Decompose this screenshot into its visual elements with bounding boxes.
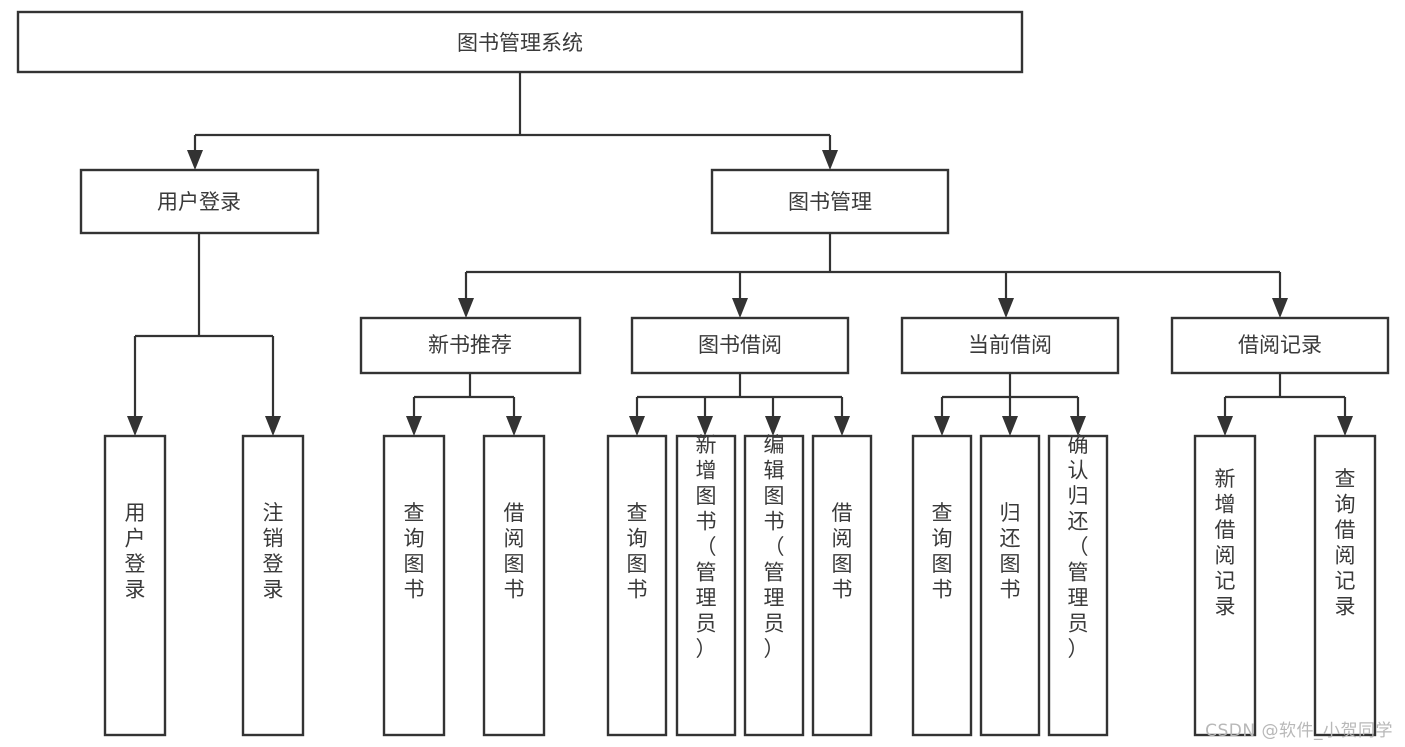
- node-leaf-query-book-2-label: 查询图书: [627, 501, 648, 602]
- node-leaf-query-book-1[interactable]: 查询图书: [382, 434, 446, 737]
- node-leaf-query-record[interactable]: 查询借阅记录: [1313, 434, 1377, 737]
- node-leaf-return-book-box[interactable]: [979, 434, 1041, 737]
- node-leaf-add-record-box[interactable]: [1193, 434, 1257, 737]
- node-leaf-query-book-1-label: 查询图书: [404, 501, 425, 602]
- node-leaf-query-book-3[interactable]: 查询图书: [911, 434, 973, 737]
- node-leaf-borrow-book-1-label: 借阅图书: [504, 501, 525, 602]
- arrowhead-leaf-edit-book: [765, 416, 781, 436]
- node-user-login[interactable]: 用户登录: [79, 168, 320, 235]
- node-borrow-record-label: 借阅记录: [1238, 333, 1322, 357]
- node-leaf-logout-label: 注销登录: [263, 501, 284, 602]
- node-leaf-query-book-2[interactable]: 查询图书: [606, 434, 668, 737]
- arrowhead-borrow-record: [1272, 298, 1288, 318]
- arrowhead-user-login: [187, 150, 203, 170]
- node-leaf-return-book[interactable]: 归还图书: [979, 434, 1041, 737]
- node-user-login-box[interactable]: [79, 168, 320, 235]
- node-current-borrow-box[interactable]: [900, 316, 1120, 375]
- node-leaf-query-book-2-box[interactable]: [606, 434, 668, 737]
- node-leaf-logout-box[interactable]: [241, 434, 305, 737]
- node-leaf-query-book-1-box[interactable]: [382, 434, 446, 737]
- arrowhead-leaf-borrow-book-2: [834, 416, 850, 436]
- arrowhead-leaf-query-record: [1337, 416, 1353, 436]
- node-user-login-label: 用户登录: [157, 190, 241, 214]
- node-current-borrow-label: 当前借阅: [968, 333, 1052, 357]
- node-leaf-edit-book-label: 编辑图书（管理员）: [764, 433, 785, 661]
- node-book-manage-label: 图书管理: [788, 190, 872, 214]
- node-new-book-rec-label: 新书推荐: [428, 333, 512, 357]
- arrowhead-leaf-query-book-3: [934, 416, 950, 436]
- node-leaf-confirm-return[interactable]: 确认归还（管理员）: [1047, 433, 1109, 737]
- node-current-borrow[interactable]: 当前借阅: [900, 316, 1120, 375]
- node-leaf-borrow-book-2-box[interactable]: [811, 434, 873, 737]
- node-book-borrow[interactable]: 图书借阅: [630, 316, 850, 375]
- arrowhead-leaf-confirm-return: [1070, 416, 1086, 436]
- node-leaf-borrow-book-2-label: 借阅图书: [832, 501, 853, 602]
- node-root-box[interactable]: [16, 10, 1024, 74]
- arrowhead-leaf-query-book-1: [406, 416, 422, 436]
- node-borrow-record[interactable]: 借阅记录: [1170, 316, 1390, 375]
- node-leaf-add-record[interactable]: 新增借阅记录: [1193, 434, 1257, 737]
- node-leaf-query-record-box[interactable]: [1313, 434, 1377, 737]
- arrowhead-leaf-borrow-book-1: [506, 416, 522, 436]
- node-leaf-add-record-label: 新增借阅记录: [1215, 467, 1236, 619]
- node-leaf-return-book-label: 归还图书: [1000, 501, 1021, 602]
- node-book-borrow-box[interactable]: [630, 316, 850, 375]
- node-book-manage[interactable]: 图书管理: [710, 168, 950, 235]
- arrowhead-leaf-logout: [265, 416, 281, 436]
- node-leaf-query-record-label: 查询借阅记录: [1335, 467, 1356, 619]
- edges-layer: [127, 72, 1353, 436]
- arrowhead-leaf-return-book: [1002, 416, 1018, 436]
- node-leaf-add-book[interactable]: 新增图书（管理员）: [675, 433, 737, 737]
- node-root-label: 图书管理系统: [457, 31, 583, 55]
- node-new-book-rec-box[interactable]: [359, 316, 582, 375]
- node-leaf-query-book-3-box[interactable]: [911, 434, 973, 737]
- arrowhead-leaf-add-book: [697, 416, 713, 436]
- node-leaf-borrow-book-1-box[interactable]: [482, 434, 546, 737]
- node-leaf-confirm-return-box[interactable]: [1047, 434, 1109, 737]
- arrowhead-new-book-rec: [458, 298, 474, 318]
- node-book-borrow-label: 图书借阅: [698, 333, 782, 357]
- node-leaf-user-login-label: 用户登录: [125, 501, 146, 602]
- node-leaf-borrow-book-2[interactable]: 借阅图书: [811, 434, 873, 737]
- arrowhead-leaf-query-book-2: [629, 416, 645, 436]
- node-leaf-edit-book[interactable]: 编辑图书（管理员）: [743, 433, 805, 737]
- node-new-book-rec[interactable]: 新书推荐: [359, 316, 582, 375]
- node-leaf-user-login[interactable]: 用户登录: [103, 434, 167, 737]
- node-leaf-edit-book-box[interactable]: [743, 434, 805, 737]
- arrowhead-book-borrow: [732, 298, 748, 318]
- node-leaf-logout[interactable]: 注销登录: [241, 434, 305, 737]
- node-borrow-record-box[interactable]: [1170, 316, 1390, 375]
- node-leaf-add-book-box[interactable]: [675, 434, 737, 737]
- node-leaf-confirm-return-label: 确认归还（管理员）: [1068, 433, 1089, 661]
- node-book-manage-box[interactable]: [710, 168, 950, 235]
- arrowhead-leaf-user-login: [127, 416, 143, 436]
- arrowhead-leaf-add-record: [1217, 416, 1233, 436]
- node-leaf-user-login-box[interactable]: [103, 434, 167, 737]
- node-root[interactable]: 图书管理系统: [16, 10, 1024, 74]
- node-leaf-add-book-label: 新增图书（管理员）: [696, 433, 717, 661]
- arrowhead-book-manage: [822, 150, 838, 170]
- arrowhead-current-borrow: [998, 298, 1014, 318]
- node-leaf-query-book-3-label: 查询图书: [932, 501, 953, 602]
- node-leaf-borrow-book-1[interactable]: 借阅图书: [482, 434, 546, 737]
